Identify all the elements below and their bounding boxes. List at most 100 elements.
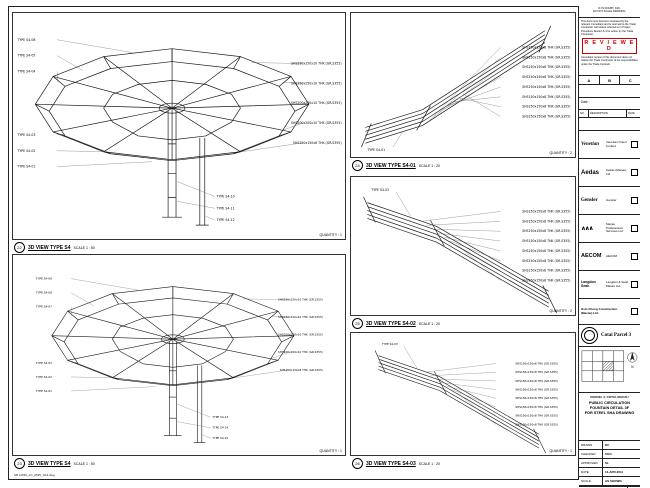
firm-checkbox: [631, 281, 638, 288]
detail-bubble: 26: [352, 458, 363, 469]
member-labels: SHS150x150x8 THK (GR.S355) SHS150x150x8 …: [366, 46, 570, 153]
note-line: DO NOT SCALE DRAWING.: [592, 10, 627, 14]
view-caption: 23 3D VIEW TYPE S4 SCALE 1 : 50: [14, 458, 95, 469]
member-label: SHS150x150x8 THK (GR.S355): [515, 396, 558, 400]
member-label: SHS150x150x8 THK (GR.S355): [522, 259, 570, 263]
member-label: SHS150x150x8 THK (GR.S355): [522, 95, 570, 99]
note-line: IF IN DOUBT, ASK.: [598, 7, 621, 10]
drawing-title-line: PUBLIC CIRCULATION: [588, 401, 631, 405]
title-block-column: IF IN DOUBT, ASK. DO NOT SCALE DRAWING. …: [578, 6, 640, 488]
date-box: Date :: [579, 98, 640, 110]
view-scale: SCALE 1 : 50: [73, 245, 95, 250]
member-label: SHS150x150x8 THK (GR.S355): [522, 85, 570, 89]
leader-lines: [56, 39, 307, 221]
field-row-drawn: DRAWN KC: [579, 441, 640, 450]
member-label: SHS150x150x8 THK (GR.S355): [515, 379, 558, 383]
project-seal-icon: [581, 327, 598, 344]
firm-checkbox: [631, 253, 638, 260]
key-plan-drawing: N: [581, 350, 638, 382]
status-abc-box: A B C: [579, 76, 640, 98]
view-title: 3D VIEW TYPE S4-02: [366, 320, 416, 327]
member-label: SHS150x150x8 THK (GR.S355): [522, 239, 570, 243]
field-value: CKO: [605, 452, 612, 456]
member-labels: TYPE S4-06 TYPE S4-05 TYPE S4-04 TYPE S4…: [16, 38, 341, 222]
view-scale: SCALE 1 : 50: [73, 461, 95, 466]
member-label: TYPE S4-01: [366, 148, 385, 152]
member-labels: SHS150x150x8 THK (GR.S355) SHS150x150x8 …: [370, 188, 570, 283]
revision-table-body: [579, 118, 640, 130]
member-label: TYPE S4-02: [16, 149, 35, 153]
mps-logo: ∧∧∧: [581, 225, 594, 232]
member-labels: SHS150x150x8 THK (GR.S355) SHS150x150x8 …: [381, 342, 558, 426]
contractor-box: Hsin Chong Construction (Macau) Ltd.: [579, 299, 640, 325]
member-label: TYPE S4-03: [16, 133, 35, 137]
status-box-body: [579, 84, 640, 97]
member-label: SHS150x150x8 THK (GR.S355): [522, 46, 570, 50]
reviewed-stamp: R E V I E W E D: [582, 38, 637, 55]
field-label: DATE: [579, 468, 603, 476]
contractor-name: Hsin Chong Construction (Macau) Ltd.: [581, 307, 618, 315]
firm-row-mps: ∧∧∧ Macau Professional Services Ltd.: [579, 215, 640, 243]
member-label: SHS200x200x10 THK (GR.S355): [278, 350, 323, 354]
firm-row-aedas: Aedas Aedas (Macau) Ltd.: [579, 159, 640, 187]
member-label: SHS150x150x8 THK (GR.S355): [515, 361, 558, 365]
member-label: SHS250x250x10 THK (GR.S355): [278, 298, 323, 302]
firm-row-langdonseah: Langdon Seah Langdon & Seah Macau Ltd.: [579, 271, 640, 299]
field-label: CHECKED: [579, 450, 603, 458]
field-row-date: DATE 14-APR-2011: [579, 468, 640, 477]
firm-row-aecom: AECOM AECOM: [579, 243, 640, 271]
rev-col-no: NO.: [579, 110, 589, 117]
detail-bubble: 24: [352, 160, 363, 171]
member-label: SHS150x150x8 THK (GR.S355): [515, 414, 558, 418]
member-label: SHS150x150x8 THK (GR.S355): [522, 105, 570, 109]
view-caption: 24 3D VIEW TYPE S4-01 SCALE 1 : 20: [352, 160, 440, 171]
quantity-note: QUANTITY : 2: [549, 151, 573, 155]
firm-checkbox: [631, 197, 638, 204]
field-row-scale: SCALE AS SHOWN: [579, 477, 640, 486]
field-value: KC: [605, 443, 610, 447]
review-text-bottom: Consultant review of this document does …: [581, 56, 638, 66]
firm-row-client: Venetian Venetian Orient Limited: [579, 131, 640, 159]
drawing-fields: DRAWN KC CHECKED CKO APPROVED SL DATE 14…: [579, 441, 640, 487]
beam-3d-view: SHS150x150x8 THK (GR.S355) SHS150x150x8 …: [361, 25, 571, 153]
quantity-note: QUANTITY : 2: [549, 309, 573, 313]
leader-lines: [403, 346, 497, 425]
drawing-title-block: PARCEL 3, COTAI, MACAU PUBLIC CIRCULATIO…: [579, 393, 640, 441]
project-name: Cotai Parcel 3: [601, 333, 632, 338]
detail-bubble: 22: [14, 242, 25, 253]
wireframe: [51, 286, 295, 444]
view-caption: 25 3D VIEW TYPE S4-02 SCALE 1 : 20: [352, 318, 440, 329]
firm-name: Venetian Orient Limited: [606, 140, 627, 148]
wireframe: [34, 48, 310, 226]
member-label: SHS150x150x8 THK (GR.S355): [522, 229, 570, 233]
review-stamp-box: This document has been reviewed by the r…: [579, 18, 640, 76]
member-label: SHS150x150x8 THK (GR.S355): [515, 370, 558, 374]
view-title: 3D VIEW TYPE S4: [28, 244, 71, 251]
project-heading: PARCEL 3, COTAI, MACAU: [590, 395, 629, 399]
contractor-checkbox: [631, 308, 638, 315]
member-label: SHS150x150x8 THK (GR.S355): [522, 65, 570, 69]
venetian-logo: Venetian: [581, 142, 600, 147]
detail-bubble: 25: [352, 318, 363, 329]
leader-lines: [395, 191, 501, 281]
langdon-seah-logo: Langdon Seah: [581, 280, 596, 288]
date-label: Date :: [581, 100, 590, 104]
firm-name: Langdon & Seah Macau Ltd.: [606, 280, 629, 288]
member-label: TYPE S4-14: [211, 426, 228, 430]
member-label: TYPE S4-03: [35, 361, 52, 365]
member-label: TYPE S4-09: [35, 277, 52, 281]
quantity-note: QUANTITY : 1: [549, 449, 573, 453]
viewport-beam-03: SHS150x150x8 THK (GR.S355) SHS150x150x8 …: [350, 332, 576, 456]
member-label: SHS250x250x10 THK (GR.S355): [291, 81, 342, 85]
firm-row-gensler: Gensler Gensler: [579, 187, 640, 215]
viewport-beam-02: SHS150x150x8 THK (GR.S355) SHS150x150x8 …: [350, 176, 576, 316]
firm-name: Aedas (Macau) Ltd.: [606, 168, 627, 176]
field-value: SL: [605, 461, 609, 465]
firm-checkbox: [631, 169, 638, 176]
north-label: N: [631, 365, 633, 369]
quantity-note: QUANTITY : 1: [319, 449, 343, 453]
field-label: DRAWN: [579, 441, 603, 449]
member-label: SHS150x150x8 THK (GR.S355): [522, 115, 570, 119]
firm-name: AECOM: [606, 253, 618, 258]
drawing-title-line: FOUNTAIN DETAIL 3F: [589, 406, 630, 411]
